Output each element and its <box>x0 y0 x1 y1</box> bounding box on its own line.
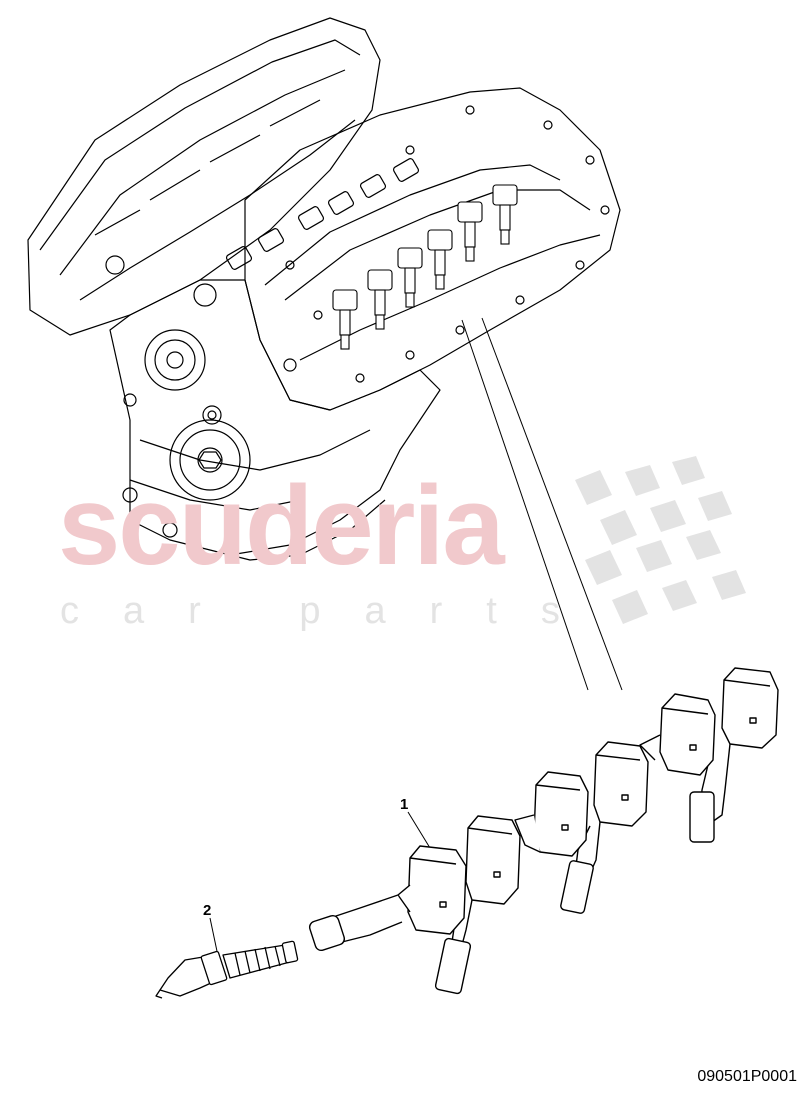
installed-ignition-coils <box>332 184 518 350</box>
ignition-coil <box>434 815 521 995</box>
ignition-coil <box>560 741 649 914</box>
ignition-coil <box>689 667 779 843</box>
ignition-coil-set <box>308 667 779 995</box>
callout-1[interactable]: 1 <box>400 796 409 813</box>
leader-lines <box>209 317 623 957</box>
engine-block <box>27 17 621 561</box>
ignition-coil <box>514 771 589 857</box>
checkered-flag-watermark <box>575 456 746 624</box>
drawing-number: 090501P0001 <box>697 1068 797 1085</box>
watermark-tagline: car parts <box>60 590 604 632</box>
ignition-coil <box>639 693 716 776</box>
watermark-brand: scuderia <box>58 463 505 588</box>
callout-2[interactable]: 2 <box>203 902 212 919</box>
spark-plug-item-2 <box>155 940 299 999</box>
ignition-coil-item-1 <box>308 845 467 952</box>
